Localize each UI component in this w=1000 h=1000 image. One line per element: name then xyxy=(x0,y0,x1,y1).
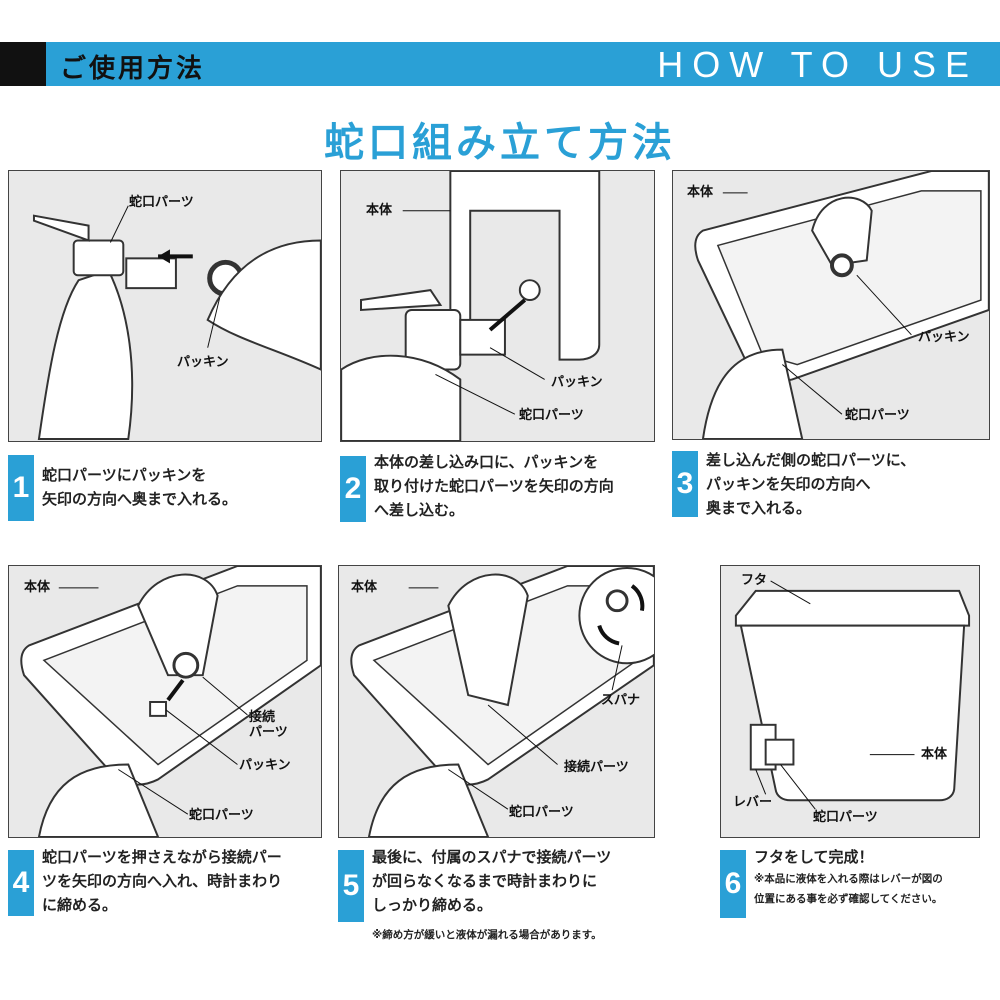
illustration-step-4: 本体 接続 パーツ パッキン 蛇口パーツ xyxy=(8,565,322,838)
step-text: に締める。 xyxy=(42,896,118,914)
label-packing: パッキン xyxy=(239,758,291,773)
step-text: しっかり締める。 xyxy=(372,896,493,914)
label-faucet-part: 蛇口パーツ xyxy=(519,408,584,423)
step-note: 位置にある事を必ず確認してください。 xyxy=(754,893,943,905)
step-text: 蛇口パーツを押さえながら接続パー xyxy=(42,848,282,866)
step-text: 蛇口パーツにパッキンを xyxy=(42,466,207,484)
illustration-step-2: 本体 パッキン 蛇口パーツ xyxy=(340,170,655,442)
step-note: ※本品に液体を入れる際はレバーが図の xyxy=(754,873,943,885)
step-number: 2 xyxy=(340,456,366,522)
label-body: 本体 xyxy=(366,203,393,218)
label-faucet-part: 蛇口パーツ xyxy=(845,408,910,423)
label-connector-part: 接続パーツ xyxy=(564,760,629,775)
step-text: 差し込んだ側の蛇口パーツに、 xyxy=(706,451,916,469)
step-text: ツを矢印の方向へ入れ、時計まわり xyxy=(42,872,283,890)
faucet-packing-illustration xyxy=(32,205,321,441)
label-body: 本体 xyxy=(921,747,948,762)
step-text: 本体の差し込み口に、パッキンを xyxy=(374,453,599,471)
step-text: 奥まで入れる。 xyxy=(706,499,812,517)
illustration-step-3: 本体 パッキン 蛇口パーツ xyxy=(672,170,990,440)
header-title-en: HOW TO USE xyxy=(657,44,978,85)
label-lid: フタ xyxy=(741,573,768,588)
step-number: 5 xyxy=(338,850,364,922)
label-wrench: スパナ xyxy=(601,693,641,708)
label-packing: パッキン xyxy=(177,355,229,370)
step-number: 1 xyxy=(8,455,34,521)
step-text: へ差し込む。 xyxy=(374,501,465,519)
illustration-step-5: 本体 スパナ 接続パーツ 蛇口パーツ xyxy=(338,565,655,838)
step-text: 取り付けた蛇口パーツを矢印の方向 xyxy=(374,477,614,495)
label-faucet-part: 蛇口パーツ xyxy=(813,810,878,825)
page-subtitle: 蛇口組み立て方法 xyxy=(324,120,676,166)
label-faucet-part: 蛇口パーツ xyxy=(189,808,254,823)
step-text: パッキンを矢印の方向へ xyxy=(706,475,871,493)
label-faucet-part: 蛇口パーツ xyxy=(509,805,574,820)
step-text: が回らなくなるまで時計まわりに xyxy=(372,872,598,890)
label-body: 本体 xyxy=(351,580,378,595)
completed-dispenser-illustration xyxy=(734,580,971,810)
step-number: 4 xyxy=(8,850,34,916)
label-connector-part: 接続 パーツ xyxy=(249,710,288,740)
step-text: フタをして完成！ xyxy=(754,848,874,866)
label-lever: レバー xyxy=(733,795,773,810)
step-number: 6 xyxy=(720,850,746,918)
illustration-step-6: フタ 本体 レバー 蛇口パーツ xyxy=(720,565,980,838)
label-body: 本体 xyxy=(24,580,51,595)
step-number: 3 xyxy=(672,451,698,517)
body-insert-illustration xyxy=(341,171,601,441)
connector-illustration xyxy=(20,566,321,837)
label-packing: パッキン xyxy=(551,375,603,390)
step-note: ※締め方が緩いと液体が漏れる場合があります。 xyxy=(372,929,602,941)
step-text: 矢印の方向へ奥まで入れる。 xyxy=(42,490,238,508)
step-text: 最後に、付属のスパナで接続パーツ xyxy=(372,848,612,866)
inner-packing-illustration xyxy=(694,171,989,439)
header-black-block xyxy=(0,42,46,86)
label-faucet-part: 蛇口パーツ xyxy=(129,195,194,210)
label-body: 本体 xyxy=(687,185,714,200)
header-bar: ご使用方法 HOW TO USE xyxy=(0,42,1000,86)
wrench-illustration xyxy=(350,566,654,837)
illustration-step-1: 蛇口パーツ パッキン xyxy=(8,170,322,442)
label-packing: パッキン xyxy=(918,330,970,345)
header-title-ja: ご使用方法 xyxy=(60,54,206,84)
